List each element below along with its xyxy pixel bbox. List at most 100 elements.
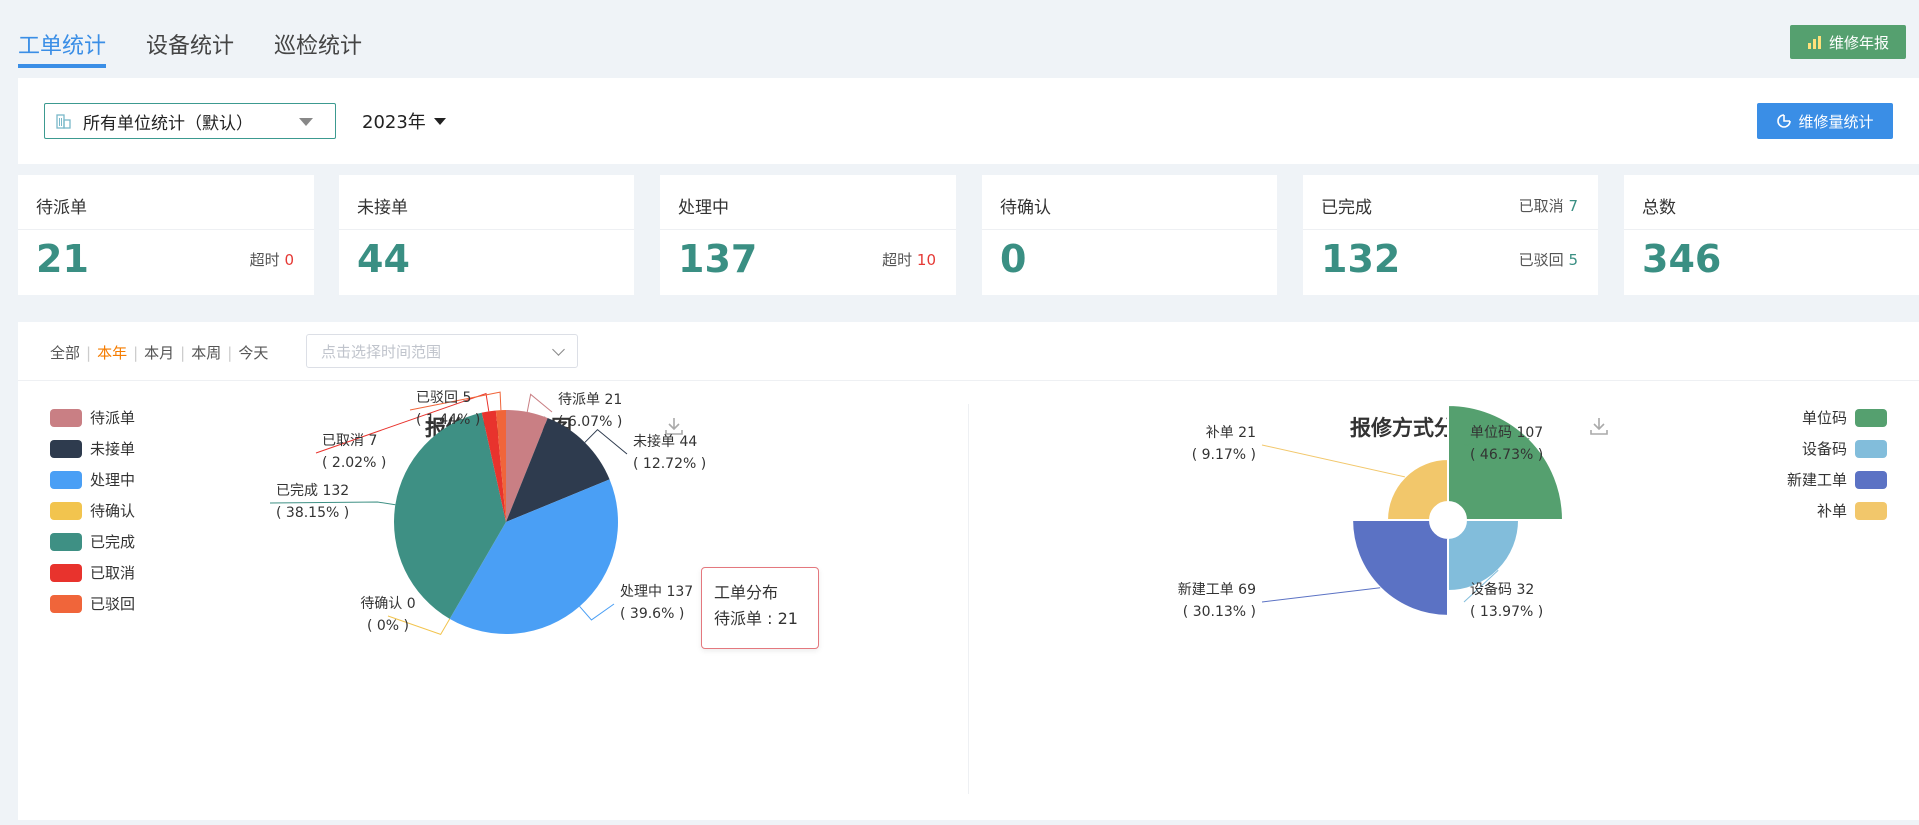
legend-swatch <box>1855 470 1887 489</box>
top-tabs: 工单统计 设备统计 巡检统计 <box>18 0 362 70</box>
label-leader <box>315 392 490 454</box>
label-leader <box>387 615 451 635</box>
pie-slice[interactable] <box>449 479 619 634</box>
year-select[interactable]: 2023年 <box>362 108 446 134</box>
legend-swatch <box>50 563 82 582</box>
rose-slice[interactable] <box>1351 519 1449 617</box>
slice-percent: ( 0% ) <box>367 618 409 634</box>
legend-item[interactable]: 未接单 <box>50 433 135 464</box>
slice-percent: ( 9.17% ) <box>1192 447 1256 463</box>
timeout-value: 10 <box>916 251 936 269</box>
tooltip-text: 待派单 : 21 <box>714 609 798 628</box>
legend-swatch <box>1855 501 1887 520</box>
slice-percent: ( 46.73% ) <box>1470 447 1543 463</box>
label-leader <box>1463 438 1530 446</box>
card-divider <box>1303 229 1598 230</box>
card-value: 21 <box>36 237 89 281</box>
tab-inspection-stats[interactable]: 巡检统计 <box>274 34 363 59</box>
card-divider <box>982 229 1277 230</box>
card-pending-dispatch[interactable]: 待派单 21 超时 0 <box>18 175 314 295</box>
slice-label: 补单 21 <box>1206 425 1256 441</box>
slice-percent: ( 12.72% ) <box>633 456 706 472</box>
legend-item[interactable]: 已驳回 <box>50 588 135 619</box>
range-this-week[interactable]: 本周 <box>191 344 222 362</box>
legend-swatch <box>50 594 82 613</box>
building-icon <box>56 114 71 129</box>
date-range-input[interactable]: 点击选择时间范围 <box>306 334 578 368</box>
rose-slice[interactable] <box>1447 404 1564 521</box>
cancelled-value: 7 <box>1568 197 1578 215</box>
chevron-down-icon <box>299 118 313 126</box>
card-label: 待确认 <box>1000 198 1051 218</box>
repair-volume-stats-button[interactable]: 维修量统计 <box>1757 103 1893 139</box>
card-label: 未接单 <box>357 198 408 218</box>
pie-slice[interactable] <box>506 410 548 522</box>
card-timeout: 超时 0 <box>250 249 294 270</box>
card-divider <box>339 229 634 230</box>
unit-select[interactable]: 所有单位统计（默认） <box>44 103 336 139</box>
legend-item[interactable]: 新建工单 <box>1787 464 1887 495</box>
legend-repair-analysis: 待派单 未接单 处理中 待确认 已完成 已取消 已驳回 <box>50 402 135 619</box>
rose-slice[interactable] <box>1447 519 1521 593</box>
range-all[interactable]: 全部 <box>50 344 81 362</box>
legend-item[interactable]: 补单 <box>1787 495 1887 526</box>
legend-swatch <box>50 470 82 489</box>
slice-percent: ( 2.02% ) <box>322 455 386 471</box>
legend-label: 已完成 <box>90 533 136 551</box>
card-label: 处理中 <box>678 198 729 218</box>
card-divider <box>660 229 956 230</box>
legend-label: 新建工单 <box>1786 471 1847 489</box>
legend-item[interactable]: 待派单 <box>50 402 135 433</box>
label-leader <box>409 391 502 411</box>
pie-slice[interactable] <box>481 410 506 522</box>
download-icon[interactable] <box>1588 415 1610 437</box>
legend-swatch <box>50 501 82 520</box>
card-pending-confirm[interactable]: 待确认 0 <box>982 175 1277 295</box>
label-leader <box>584 428 628 455</box>
card-completed[interactable]: 已完成 已取消 7 132 已驳回 5 <box>1303 175 1598 295</box>
card-in-progress[interactable]: 处理中 137 超时 10 <box>660 175 956 295</box>
card-unaccepted[interactable]: 未接单 44 <box>339 175 634 295</box>
timeout-value: 0 <box>284 251 294 269</box>
tooltip-title: 工单分布 <box>714 583 779 602</box>
label-leader <box>579 603 615 621</box>
legend-item[interactable]: 已取消 <box>50 557 135 588</box>
card-divider <box>18 229 314 230</box>
legend-item[interactable]: 已完成 <box>50 526 135 557</box>
slice-label: 待确认 0 <box>360 596 415 612</box>
legend-item[interactable]: 单位码 <box>1787 402 1887 433</box>
range-this-month[interactable]: 本月 <box>144 344 175 362</box>
time-range-tabs: 全部| 本年| 本月| 本周| 今天 <box>50 343 269 363</box>
timeout-label: 超时 <box>882 251 913 269</box>
range-this-year[interactable]: 本年 <box>97 344 128 362</box>
legend-label: 处理中 <box>90 471 136 489</box>
legend-swatch <box>50 408 82 427</box>
card-value: 346 <box>1642 237 1722 281</box>
card-value: 132 <box>1321 237 1401 281</box>
card-total[interactable]: 总数 346 <box>1624 175 1919 295</box>
chart-repair-method: 单位码 107( 46.73% )设备码 32( 13.97% )新建工单 69… <box>1178 404 1564 620</box>
slice-label: 单位码 107 <box>1470 425 1543 441</box>
refresh-pie-icon <box>1777 114 1792 128</box>
label-leader <box>1463 569 1499 603</box>
rose-slice[interactable] <box>1386 458 1449 521</box>
legend-label: 未接单 <box>90 440 136 458</box>
analysis-panel: 全部| 本年| 本月| 本周| 今天 点击选择时间范围 待派单 未接单 处理中 … <box>18 322 1919 820</box>
legend-item[interactable]: 待确认 <box>50 495 135 526</box>
tab-device-stats[interactable]: 设备统计 <box>146 34 235 59</box>
download-icon[interactable] <box>663 415 685 437</box>
legend-swatch <box>50 532 82 551</box>
label-leader <box>526 393 553 413</box>
annual-report-button[interactable]: 维修年报 <box>1790 25 1906 59</box>
card-value: 0 <box>1000 237 1027 281</box>
legend-item[interactable]: 设备码 <box>1787 433 1887 464</box>
pie-slice[interactable] <box>506 418 610 522</box>
cancelled-label: 已取消 <box>1518 197 1564 215</box>
slice-label: 待派单 21 <box>558 392 622 408</box>
legend-item[interactable]: 处理中 <box>50 464 135 495</box>
pie-slice[interactable] <box>495 410 506 522</box>
range-today[interactable]: 今天 <box>238 344 269 362</box>
slice-label: 已取消 7 <box>322 433 377 449</box>
pie-slice[interactable] <box>394 412 506 619</box>
tab-workorder-stats[interactable]: 工单统计 <box>18 0 107 68</box>
